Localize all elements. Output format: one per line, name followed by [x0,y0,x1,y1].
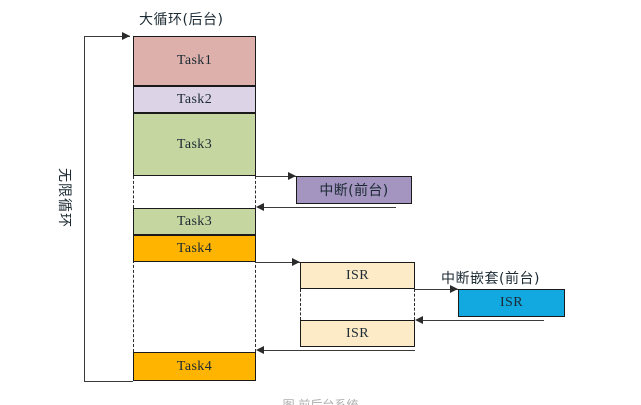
isr-block-upper: ISR [300,262,415,289]
interrupt-enter-line [256,176,296,177]
interrupt-enter-arrow-icon [288,171,296,180]
isr-enter-arrow-icon [292,257,300,266]
task-block-task4-resumed: Task4 [133,352,256,381]
task-block-task2: Task2 [133,86,256,113]
nested-isr-enter-line [415,289,460,290]
isr-dash-right [414,289,415,320]
isr-enter-line [256,262,301,263]
isr-block-lower: ISR [300,320,415,347]
nested-isr-return-line [417,320,544,321]
nested-isr-enter-arrow-icon [450,284,458,293]
task-block-task3-first: Task3 [133,113,256,176]
background-loop-title: 大循环(后台) [139,12,224,28]
loop-return-bottom-line [84,381,133,382]
isr-return-line [258,350,415,351]
nested-isr-block: ISR [458,289,565,317]
loop-return-top-line [84,36,130,37]
timeline-dash-left-2 [133,255,134,352]
timeline-dash-right-1 [255,176,256,208]
isr-return-arrow-icon [256,345,264,354]
timeline-dash-right-2 [255,255,256,352]
nested-isr-return-arrow-icon [415,315,423,324]
timeline-dash-left-1 [133,176,134,208]
task-block-task4-first: Task4 [133,235,256,262]
interrupt-return-arrow-icon [256,202,264,211]
isr-dash-left [300,289,301,320]
nested-interrupt-title: 中断嵌套(前台) [441,271,540,287]
task-block-task1: Task1 [133,36,256,86]
interrupt-return-line [258,207,396,208]
figure-caption: 图 前后台系统 [282,398,359,405]
loop-return-vertical-line [84,36,85,381]
task-block-task3-resumed: Task3 [133,208,256,235]
interrupt-foreground-block: 中断(前台) [296,176,412,204]
infinite-loop-label: 无限循环 [56,168,72,228]
loop-return-arrow-icon [122,31,130,40]
